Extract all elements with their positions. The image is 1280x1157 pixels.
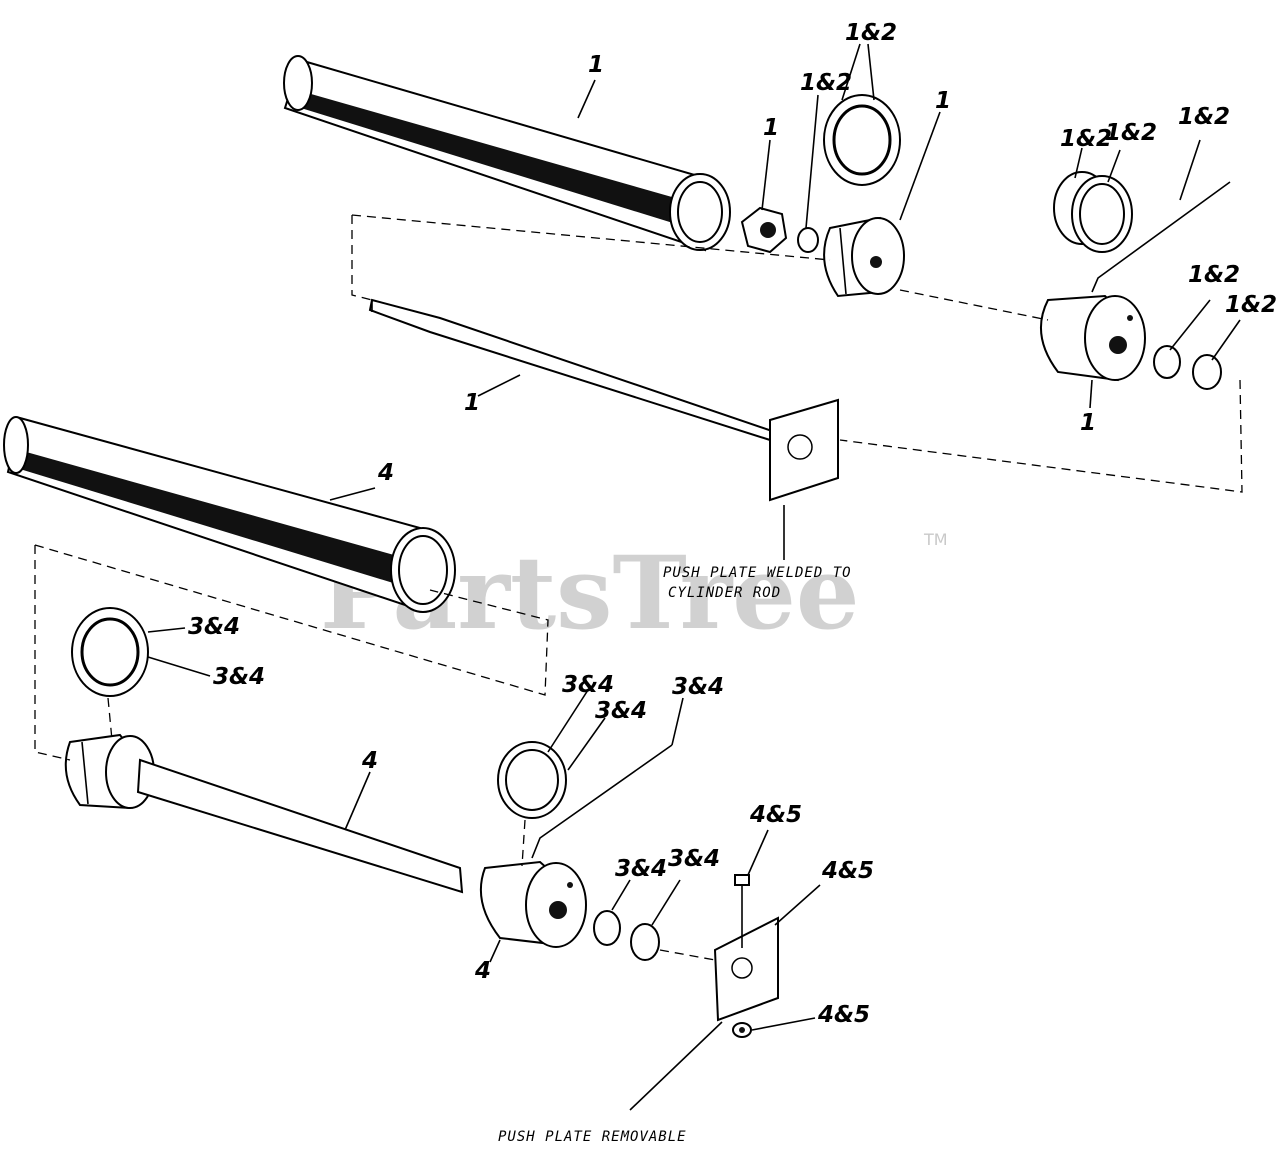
bolt (734, 874, 750, 948)
callout-label: 1&2 (1105, 120, 1157, 146)
callout-label: 1 (763, 115, 779, 141)
upper-barrel-tube (283, 55, 731, 252)
upper-alignment-line-mid (899, 289, 1049, 321)
callout-label: 4 (377, 460, 394, 486)
lower-small-seal-1 (593, 910, 621, 946)
upper-small-seal-1 (1153, 345, 1181, 379)
callout-label: 3&4 (672, 674, 724, 700)
callout-label: 4&5 (817, 1002, 870, 1028)
lower-alignment-line-plate (659, 949, 716, 961)
upper-cylinder-rod (368, 298, 777, 442)
lower-seal-ring (71, 607, 149, 697)
upper-piston (823, 216, 905, 298)
callout-label: 4&5 (749, 802, 802, 828)
welded-note-line2: CYLINDER ROD (668, 585, 781, 601)
removable-push-plate (713, 916, 779, 1022)
upper-gland (1039, 294, 1146, 382)
lower-piston-rod (64, 733, 464, 894)
callout-label: 1 (464, 390, 480, 416)
lower-alignment-line-right (34, 544, 549, 696)
lower-alignment-line-seal (107, 697, 113, 741)
lower-cylinder-assembly (3, 416, 779, 1038)
callout-label: 1&2 (800, 70, 852, 96)
callout-label: 4&5 (821, 858, 874, 884)
callout-label: 1&2 (845, 20, 897, 46)
leader-lines (147, 43, 1241, 1111)
callout-label: 1 (935, 88, 951, 114)
callout-label: 4 (361, 748, 378, 774)
callout-label: 3&4 (562, 672, 614, 698)
upper-alignment-line-top (351, 214, 831, 261)
lock-nut (732, 1022, 752, 1038)
callout-label: 4 (474, 958, 491, 984)
lower-alignment-line-rings (521, 819, 526, 867)
lower-wire-clip (531, 744, 673, 859)
callout-label: 3&4 (188, 614, 240, 640)
upper-piston-rings (1053, 171, 1133, 253)
callout-label: 3&4 (595, 698, 647, 724)
o-ring (797, 227, 819, 253)
callout-label: 1 (1080, 410, 1096, 436)
callout-label: 1 (588, 52, 604, 78)
welded-push-plate (769, 398, 839, 502)
hex-nut (740, 206, 788, 254)
callout-label: 1&2 (1188, 262, 1240, 288)
lower-piston-rings (497, 741, 567, 819)
upper-wire-clip (1091, 181, 1231, 293)
callout-label: 3&4 (668, 846, 720, 872)
lower-gland (479, 860, 587, 948)
upper-alignment-line-right (839, 379, 1243, 493)
lower-alignment-line-left (34, 545, 71, 761)
lower-small-seal-2 (630, 923, 660, 961)
removable-note: PUSH PLATE REMOVABLE (498, 1129, 687, 1145)
welded-note-line1: PUSH PLATE WELDED TO (663, 565, 852, 581)
callout-labels: 1 1 1&2 1&2 1 1&2 1&2 1&2 1&2 1&2 1 1 4 … (188, 20, 1277, 1028)
upper-seal-ring (823, 94, 901, 186)
callout-label: 1&2 (1178, 104, 1230, 130)
upper-small-seal-2 (1192, 354, 1222, 390)
upper-alignment-line-left (351, 215, 373, 301)
trademark-symbol: TM (923, 530, 948, 549)
callout-label: 3&4 (213, 664, 265, 690)
callout-label: 1&2 (1225, 292, 1277, 318)
notes: PUSH PLATE WELDED TO CYLINDER ROD PUSH P… (498, 565, 852, 1145)
callout-label: 1&2 (1060, 126, 1112, 152)
lower-barrel-tube (3, 416, 456, 613)
upper-cylinder-assembly (283, 55, 1243, 502)
callout-label: 3&4 (615, 856, 667, 882)
